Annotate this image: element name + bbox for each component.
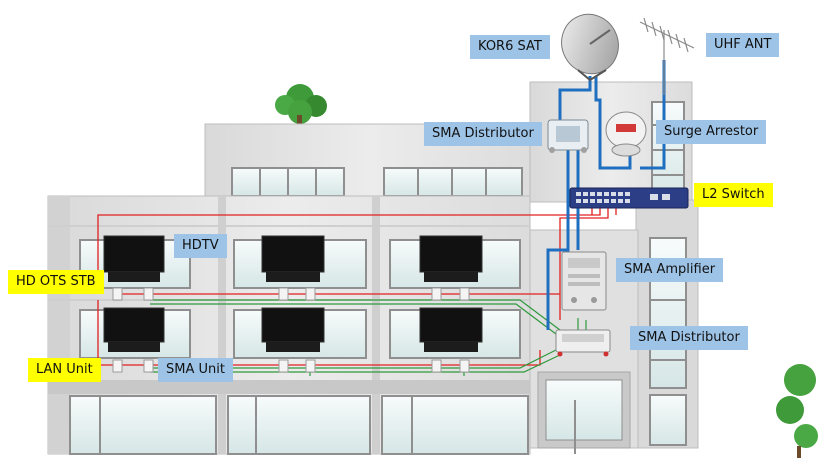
label-sma-unit: SMA Unit bbox=[158, 358, 233, 382]
label-lan-unit: LAN Unit bbox=[28, 358, 101, 382]
satellite-dish-icon bbox=[561, 13, 619, 82]
l2-switch-device bbox=[569, 187, 689, 209]
tv-icon bbox=[261, 307, 325, 352]
sma-distributor-top-device bbox=[547, 119, 589, 153]
hdtv-units bbox=[103, 235, 483, 352]
tv-icon bbox=[419, 307, 483, 352]
surge-arrestor-device bbox=[605, 111, 647, 157]
roof-tree-icon bbox=[275, 84, 327, 125]
wall-outlet-units bbox=[112, 287, 470, 373]
tv-icon bbox=[419, 235, 483, 282]
side-tree-icon bbox=[776, 364, 818, 458]
sma-distributor-bottom-device bbox=[555, 329, 611, 357]
label-sma-distributor-top: SMA Distributor bbox=[424, 122, 542, 146]
tv-icon bbox=[103, 307, 165, 352]
label-uhf-ant: UHF ANT bbox=[706, 33, 780, 57]
label-hdtv: HDTV bbox=[174, 234, 227, 258]
tv-icon bbox=[103, 235, 165, 282]
ground-floor-storefront bbox=[69, 395, 576, 455]
label-sma-distributor-bottom: SMA Distributor bbox=[630, 326, 748, 350]
uhf-antenna-icon bbox=[639, 17, 695, 95]
label-sma-amplifier: SMA Amplifier bbox=[616, 258, 724, 282]
tv-icon bbox=[261, 235, 325, 282]
label-kor6-sat: KOR6 SAT bbox=[470, 35, 550, 59]
label-l2-switch: L2 Switch bbox=[694, 183, 773, 207]
label-hd-ots-stb: HD OTS STB bbox=[8, 270, 104, 294]
label-surge-arrestor: Surge Arrestor bbox=[656, 120, 767, 144]
sma-amplifier-device bbox=[561, 251, 607, 311]
